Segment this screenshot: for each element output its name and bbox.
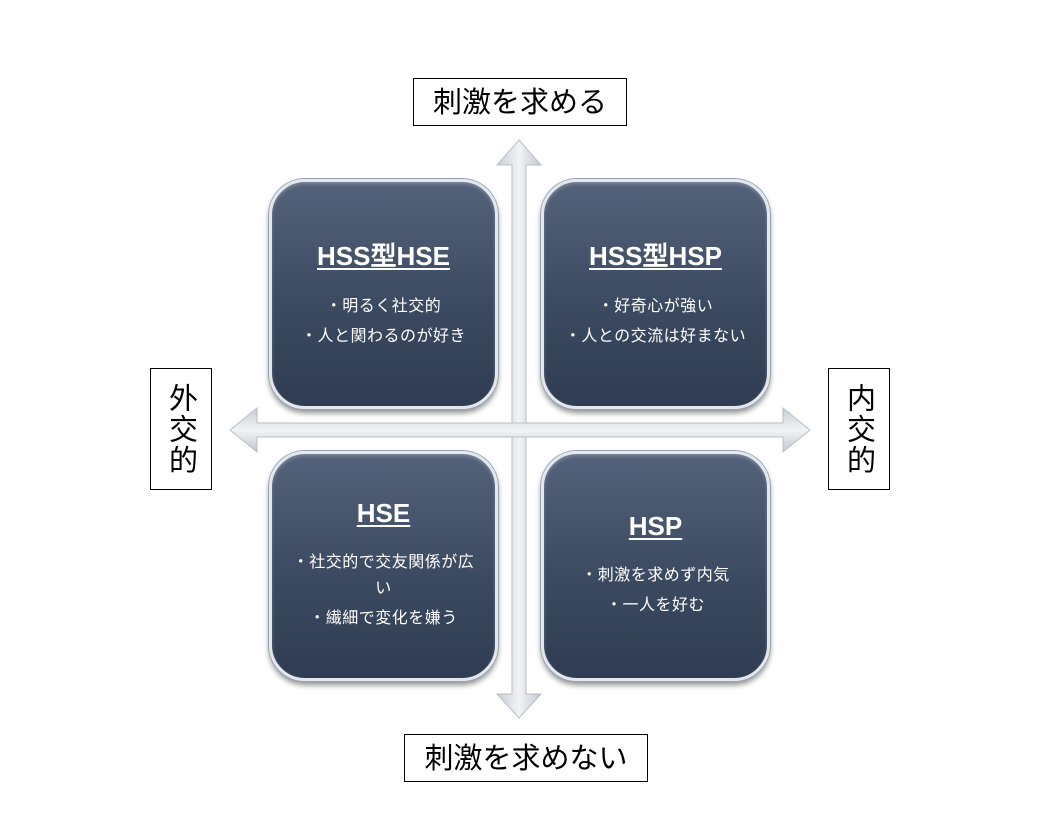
quadrant-trait-list: ・好奇心が強い ・人との交流は好まない [565, 289, 746, 353]
quadrant-hse: HSE ・社交的で交友関係が広い ・繊細で変化を嫌う [269, 451, 498, 681]
axis-label-top: 刺激を求める [413, 78, 627, 126]
axis-label-bottom: 刺激を求めない [404, 734, 648, 782]
quadrant-trait-list: ・明るく社交的 ・人と関わるのが好き [301, 289, 466, 353]
quadrant-title: HSE [356, 497, 411, 528]
quadrant-title: HSP [628, 510, 683, 541]
quadrant-trait-list: ・社交的で交友関係が広い ・繊細で変化を嫌う [286, 545, 481, 635]
trait-item: ・繊細で変化を嫌う [309, 607, 458, 627]
trait-item: ・刺激を求めず内気 [581, 564, 730, 584]
quadrant-title: HSS型HSE [317, 240, 450, 271]
quadrant-title: HSS型HSP [589, 240, 722, 271]
quadrant-hss-hsp: HSS型HSP ・好奇心が強い ・人との交流は好まない [541, 179, 770, 409]
quadrant-hsp: HSP ・刺激を求めず内気 ・一人を好む [541, 451, 770, 681]
trait-item: ・人との交流は好まない [564, 325, 747, 345]
trait-item: ・社交的で交友関係が広い [292, 551, 475, 597]
quadrant-hss-hse: HSS型HSE ・明るく社交的 ・人と関わるのが好き [269, 179, 498, 409]
axis-label-left: 外交的 [150, 368, 212, 490]
axis-label-right: 内交的 [828, 368, 890, 490]
trait-item: ・好奇心が強い [597, 295, 714, 315]
horizontal-arrow [229, 406, 811, 454]
trait-item: ・明るく社交的 [325, 295, 442, 315]
quadrant-trait-list: ・刺激を求めず内気 ・一人を好む [581, 558, 730, 622]
trait-item: ・人と関わるのが好き [300, 325, 466, 345]
trait-item: ・一人を好む [605, 594, 705, 614]
